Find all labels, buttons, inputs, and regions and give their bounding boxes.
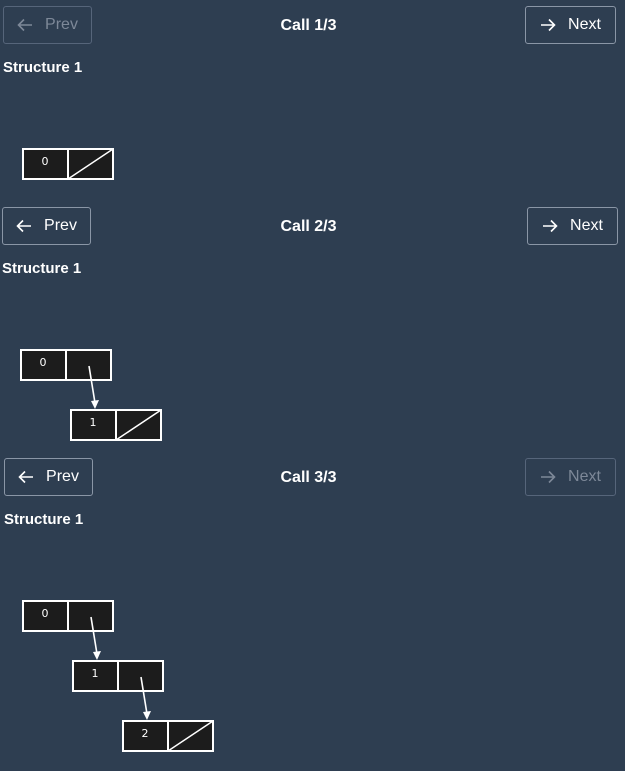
next-button[interactable]: Next <box>525 458 616 496</box>
list-node: 0 <box>20 349 112 409</box>
node-value-cell <box>72 660 119 692</box>
arrow-left-icon <box>16 219 32 233</box>
prev-button[interactable]: Prev <box>4 458 93 496</box>
prev-button-label: Prev <box>45 16 78 33</box>
node-value: 2 <box>142 727 149 740</box>
node-value: 1 <box>92 667 99 680</box>
arrow-right-icon <box>541 18 556 32</box>
prev-button-label: Prev <box>44 217 77 234</box>
list-node: 1 <box>70 409 162 441</box>
next-pointer-arrow <box>140 676 148 715</box>
node-pointer-cell <box>67 600 114 632</box>
node-pointer-cell <box>117 660 164 692</box>
node-value-cell <box>22 148 69 180</box>
arrow-left-icon <box>18 470 34 484</box>
arrow-head <box>91 400 99 409</box>
next-button-label: Next <box>570 217 603 234</box>
next-button-label: Next <box>568 16 601 33</box>
next-button[interactable]: Next <box>525 6 616 44</box>
node-pointer-cell <box>67 148 114 180</box>
null-pointer-slash <box>67 148 114 180</box>
node-value-cell <box>20 349 67 381</box>
list-node: 1 <box>72 660 164 720</box>
linked-list-diagram: 0 <box>22 148 114 180</box>
next-pointer-arrow <box>90 616 98 655</box>
structure-title: Structure 1 <box>3 59 83 76</box>
null-pointer-slash <box>115 409 162 441</box>
node-value: 0 <box>42 607 49 620</box>
list-node: 0 <box>22 148 114 180</box>
call-title: Call 2/3 <box>280 218 337 235</box>
arrow-right-icon <box>543 219 558 233</box>
next-pointer-arrow <box>88 365 96 404</box>
node-value: 1 <box>90 416 97 429</box>
list-node: 0 <box>22 600 114 660</box>
arrow-left-icon <box>17 18 33 32</box>
node-value: 0 <box>40 356 47 369</box>
structure-title: Structure 1 <box>4 511 84 528</box>
node-value-cell <box>22 600 69 632</box>
arrow-head <box>143 711 151 720</box>
structure-title: Structure 1 <box>2 260 82 277</box>
node-value: 0 <box>42 155 49 168</box>
next-button[interactable]: Next <box>527 207 618 245</box>
prev-button-label: Prev <box>46 468 79 485</box>
call-panel-3: Prev Call 3/3 Next Structure 1 0 1 2 <box>0 452 625 752</box>
list-node: 2 <box>122 720 214 752</box>
call-title: Call 3/3 <box>280 469 337 486</box>
node-pointer-cell <box>65 349 112 381</box>
node-value-cell <box>70 409 117 441</box>
prev-button[interactable]: Prev <box>3 6 92 44</box>
call-title: Call 1/3 <box>280 17 337 34</box>
arrow-right-icon <box>541 470 556 484</box>
arrow-head <box>93 651 101 660</box>
call-panel-1: Prev Call 1/3 Next Structure 1 0 <box>0 0 625 251</box>
linked-list-diagram: 01 <box>20 349 162 441</box>
null-pointer-slash <box>167 720 214 752</box>
linked-list-diagram: 0 1 2 <box>22 600 214 752</box>
next-button-label: Next <box>568 468 601 485</box>
prev-button[interactable]: Prev <box>2 207 91 245</box>
